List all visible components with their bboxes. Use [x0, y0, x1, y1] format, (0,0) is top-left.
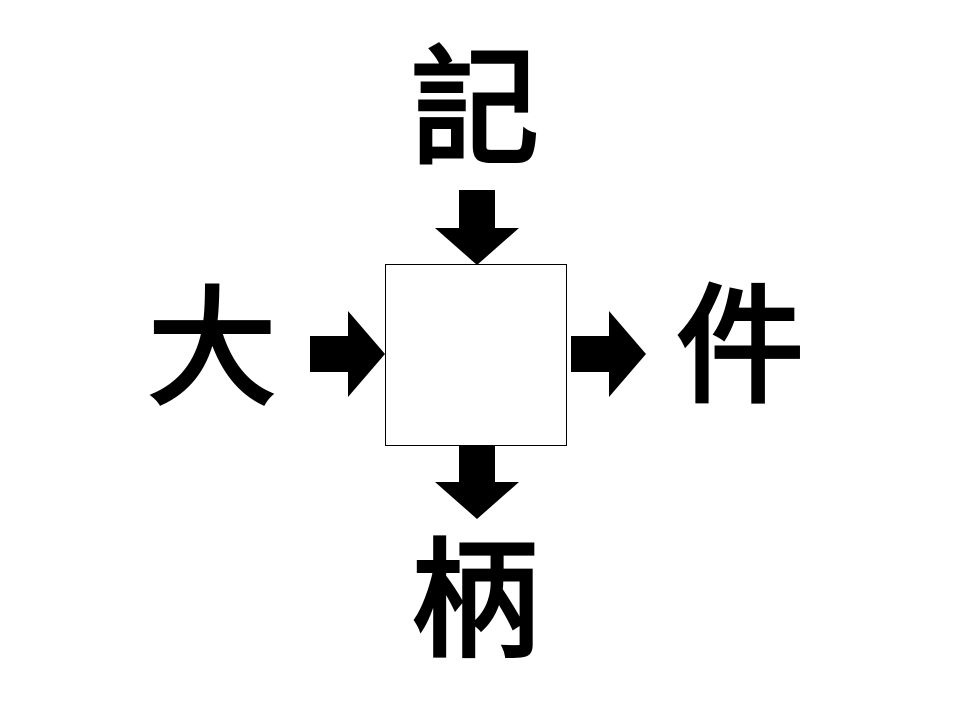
- answer-box[interactable]: [385, 264, 567, 446]
- top-kanji: 記: [410, 35, 539, 184]
- arrow-down-icon: [435, 446, 519, 519]
- bottom-kanji: 柄: [410, 527, 539, 676]
- arrow-right-icon: [571, 311, 646, 397]
- arrow-down-icon: [435, 190, 519, 265]
- left-kanji: 大: [147, 275, 276, 424]
- arrow-right-icon: [310, 311, 385, 397]
- right-kanji: 件: [675, 273, 804, 422]
